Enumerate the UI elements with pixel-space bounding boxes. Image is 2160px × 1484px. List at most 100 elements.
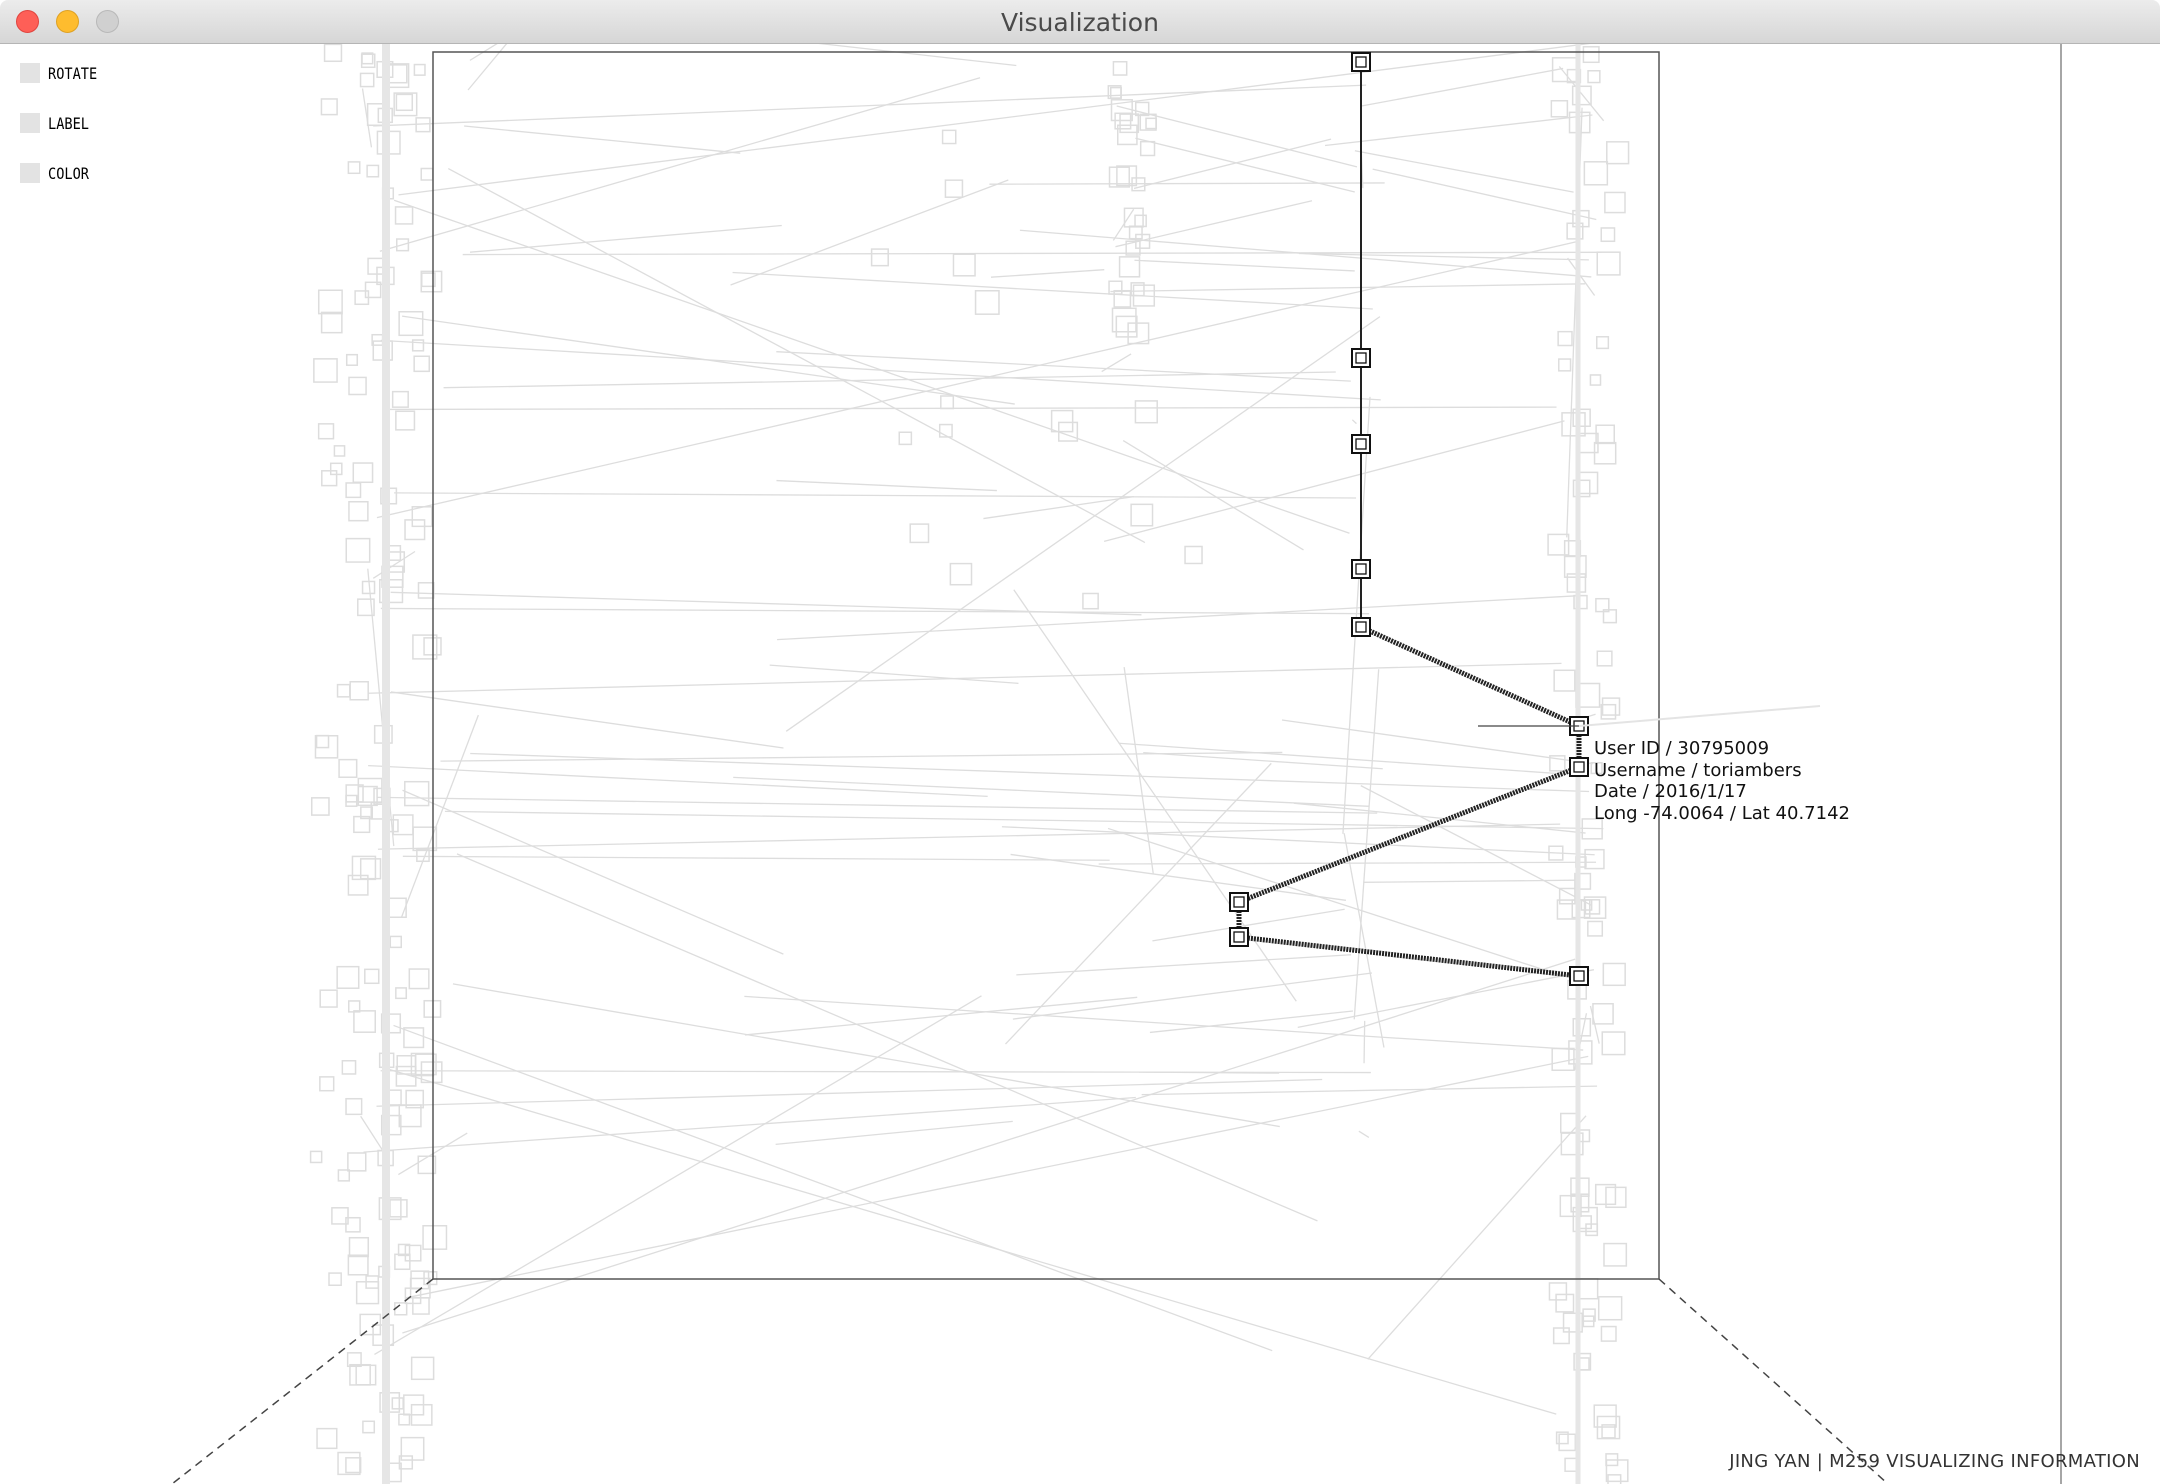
background-trajectory-line bbox=[1293, 802, 1586, 834]
3d-visualization-canvas[interactable] bbox=[0, 44, 2160, 1484]
background-data-cube bbox=[1127, 322, 1150, 345]
zoom-window-button[interactable] bbox=[96, 10, 119, 33]
background-data-cube bbox=[1596, 650, 1613, 667]
background-data-cube bbox=[398, 310, 424, 337]
background-data-cube bbox=[314, 735, 339, 759]
background-data-cube bbox=[1117, 124, 1138, 146]
bounding-box-front-face bbox=[432, 51, 1660, 1280]
background-trajectory-line bbox=[368, 764, 988, 798]
background-trajectory-line bbox=[467, 44, 508, 91]
background-data-cube bbox=[362, 1420, 376, 1434]
rotate-checkbox[interactable]: ROTATE bbox=[20, 63, 106, 83]
background-data-cube bbox=[317, 289, 343, 315]
background-data-cube bbox=[1107, 85, 1122, 100]
background-trajectory-line bbox=[1358, 1130, 1370, 1139]
background-data-cube bbox=[329, 462, 343, 476]
background-data-cube bbox=[395, 410, 416, 431]
background-data-cube bbox=[1130, 503, 1154, 527]
background-data-cube bbox=[1571, 85, 1592, 106]
background-trajectory-line bbox=[769, 664, 1019, 685]
background-data-cube bbox=[1134, 400, 1158, 424]
close-window-button[interactable] bbox=[16, 10, 39, 33]
background-data-cube bbox=[396, 238, 410, 252]
background-trajectory-line bbox=[380, 607, 1370, 615]
highlighted-data-cube bbox=[1351, 617, 1371, 637]
background-data-cube bbox=[1597, 1296, 1623, 1321]
highlighted-data-cube bbox=[1351, 434, 1371, 454]
background-trajectory-line bbox=[1589, 1005, 1600, 1044]
background-data-cube bbox=[349, 681, 369, 701]
tooltip-location: Long -74.0064 / Lat 40.7142 bbox=[1594, 802, 1850, 824]
background-data-cube bbox=[1566, 222, 1584, 240]
background-trajectory-line bbox=[402, 855, 1110, 861]
background-trajectory-line bbox=[1116, 105, 1358, 168]
background-trajectory-line bbox=[1324, 114, 1593, 147]
background-trajectory-line bbox=[1343, 833, 1385, 1048]
color-checkbox[interactable]: COLOR bbox=[20, 163, 96, 183]
background-data-cube bbox=[348, 376, 367, 396]
background-data-cube bbox=[1584, 899, 1601, 915]
background-data-cube bbox=[336, 965, 360, 989]
background-trajectory-line bbox=[990, 269, 1105, 278]
background-data-cube bbox=[1603, 1242, 1628, 1267]
background-trajectory-line bbox=[1354, 150, 1574, 193]
background-data-cube bbox=[1184, 545, 1203, 565]
checkbox-box[interactable] bbox=[20, 63, 40, 83]
background-data-cube bbox=[940, 395, 955, 410]
background-data-cube bbox=[394, 1253, 411, 1271]
background-data-cube bbox=[345, 482, 362, 499]
background-trajectory-line bbox=[1135, 137, 1355, 193]
checkbox-box[interactable] bbox=[20, 163, 40, 183]
background-data-cube bbox=[394, 206, 414, 225]
background-data-cube bbox=[1600, 227, 1616, 243]
background-data-cube bbox=[1582, 46, 1600, 64]
background-data-cube bbox=[1108, 166, 1130, 188]
background-trajectory-line bbox=[1139, 1071, 1280, 1074]
background-data-cube bbox=[364, 968, 380, 985]
background-data-cube bbox=[1131, 177, 1146, 192]
background-data-cube bbox=[1548, 1282, 1568, 1301]
background-data-cube bbox=[345, 784, 364, 803]
background-data-cube bbox=[1601, 697, 1621, 716]
minimize-window-button[interactable] bbox=[56, 10, 79, 33]
background-data-cube bbox=[309, 1150, 323, 1164]
background-data-cube bbox=[352, 462, 374, 484]
highlighted-trajectory-segment bbox=[1238, 934, 1580, 979]
background-trajectory-line bbox=[469, 224, 782, 253]
background-trajectory-line bbox=[1297, 969, 1595, 1029]
background-trajectory-line bbox=[1143, 751, 1383, 770]
checkbox-label: ROTATE bbox=[48, 63, 98, 83]
background-trajectory-line bbox=[1141, 1085, 1598, 1096]
background-data-cube bbox=[345, 794, 358, 807]
background-data-cube bbox=[365, 1275, 379, 1289]
background-data-cube bbox=[422, 1225, 448, 1250]
background-data-cube bbox=[1552, 1327, 1570, 1345]
background-data-cube bbox=[347, 161, 361, 175]
label-checkbox[interactable]: LABEL bbox=[20, 113, 96, 133]
background-data-cube bbox=[1119, 113, 1140, 134]
background-trajectory-line bbox=[785, 316, 1381, 732]
background-data-cube bbox=[870, 248, 889, 267]
background-data-cube bbox=[348, 1236, 370, 1258]
background-data-cube bbox=[1134, 214, 1147, 228]
background-data-cube bbox=[1573, 594, 1588, 610]
background-data-cube bbox=[353, 1010, 376, 1033]
background-data-cube bbox=[1549, 755, 1566, 772]
background-data-cube bbox=[337, 1451, 361, 1476]
background-trajectory-line bbox=[818, 44, 1017, 67]
background-data-cube bbox=[1109, 86, 1122, 99]
highlighted-data-cube-inner bbox=[1355, 621, 1367, 633]
background-data-cube bbox=[348, 500, 369, 522]
background-data-cube bbox=[331, 1207, 349, 1225]
background-data-cube bbox=[1118, 256, 1141, 278]
background-data-cube bbox=[411, 506, 433, 528]
checkbox-box[interactable] bbox=[20, 113, 40, 133]
background-data-cube bbox=[398, 1413, 411, 1426]
background-trajectory-line bbox=[1361, 67, 1564, 107]
background-data-cube bbox=[938, 423, 953, 438]
background-data-cube bbox=[416, 848, 430, 863]
background-data-cube bbox=[1548, 845, 1564, 861]
background-data-cube bbox=[1139, 140, 1156, 157]
highlighted-data-cube-inner bbox=[1355, 352, 1367, 364]
background-data-cube bbox=[1558, 358, 1572, 372]
